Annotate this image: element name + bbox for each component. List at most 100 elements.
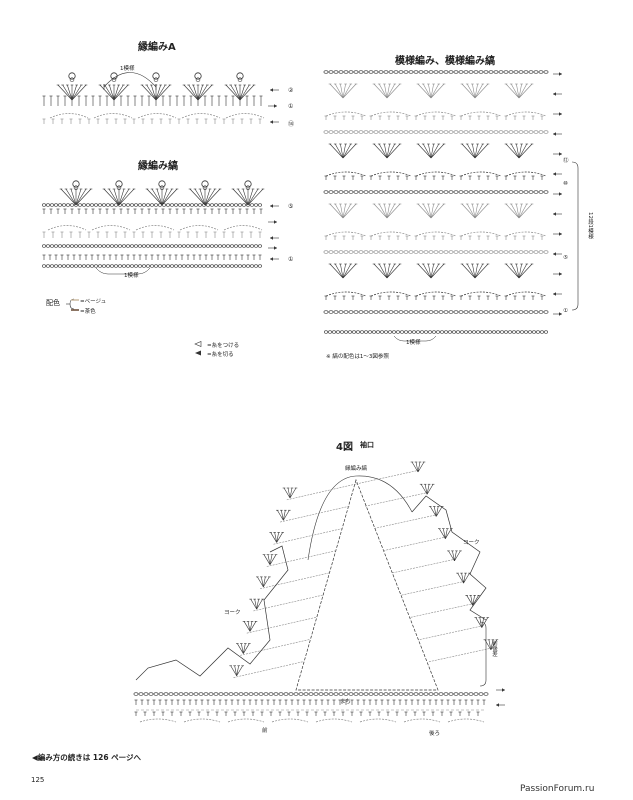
- fan-stitch: [384, 203, 388, 219]
- chain-stitch: [433, 250, 439, 254]
- chain-stitch: [433, 190, 439, 194]
- fan-stitch: [235, 84, 241, 101]
- fan-stitch: [161, 188, 178, 206]
- chain-stitch: [142, 203, 146, 207]
- chain-arch: [225, 113, 265, 119]
- gusset-chain: [463, 692, 469, 696]
- chain-stitch: [368, 130, 374, 134]
- gusset-chain: [143, 692, 149, 696]
- chain-stitch: [538, 130, 544, 134]
- chain-stitch: [358, 130, 364, 134]
- chain-stitch: [90, 203, 94, 207]
- row-arrow: [553, 212, 556, 216]
- fan-stitch: [386, 263, 390, 279]
- chain-stitch: [468, 70, 474, 74]
- fan-stitch: [430, 203, 434, 219]
- chain-stitch: [388, 70, 394, 74]
- fan-stitch: [474, 83, 489, 99]
- chain-stitch: [532, 330, 536, 334]
- gusset-chain: [353, 692, 359, 696]
- chain-stitch: [453, 70, 459, 74]
- chain-stitch: [138, 264, 142, 268]
- gusset-chain: [248, 692, 254, 696]
- edge-stripe-title: 縁編み縞: [138, 161, 178, 172]
- chain-stitch: [408, 330, 412, 334]
- fan-stitch: [118, 188, 125, 206]
- fan-stitch: [108, 188, 120, 206]
- fan-stitch: [430, 143, 445, 159]
- row-arrow: [553, 132, 556, 136]
- chain-stitch: [46, 203, 50, 207]
- fig4-back-label: 後ろ: [429, 731, 441, 737]
- picot: [68, 72, 76, 80]
- chain-stitch: [138, 244, 142, 248]
- gusset-chain: [423, 692, 429, 696]
- chain-stitch: [250, 264, 254, 268]
- yoke-right-fan: [472, 595, 475, 606]
- chain-stitch: [398, 310, 404, 314]
- chain-stitch: [388, 190, 394, 194]
- chain-stitch: [488, 250, 494, 254]
- chain-stitch: [513, 310, 519, 314]
- fan-stitch: [461, 263, 476, 279]
- chain-stitch: [46, 264, 50, 268]
- chain-stitch: [218, 203, 222, 207]
- chain-stitch: [408, 130, 414, 134]
- chain-stitch: [323, 190, 329, 194]
- chain-stitch: [338, 250, 344, 254]
- chain-stitch: [62, 203, 66, 207]
- fan-stitch: [422, 263, 432, 279]
- chain-stitch: [393, 310, 399, 314]
- chain-stitch: [493, 310, 499, 314]
- fan-stitch: [103, 188, 120, 206]
- fan-stitch: [65, 188, 77, 206]
- fan-stitch: [518, 143, 522, 159]
- chain-stitch: [518, 70, 524, 74]
- chain-stitch: [443, 250, 449, 254]
- fan-stitch: [378, 263, 388, 279]
- row-arrow: [270, 257, 273, 261]
- chain-stitch: [246, 244, 250, 248]
- gusset-chain: [393, 692, 399, 696]
- gusset-chain: [428, 692, 434, 696]
- chain-stitch: [86, 203, 90, 207]
- fan-stitch: [518, 203, 533, 219]
- fan-stitch: [518, 263, 533, 279]
- fan-stitch: [386, 83, 401, 99]
- chain-stitch: [513, 70, 519, 74]
- chain-stitch: [543, 130, 549, 134]
- fig4-side-label: 前後差: [491, 640, 497, 657]
- gusset-chain: [153, 692, 159, 696]
- gusset-chain: [333, 692, 339, 696]
- chain-stitch: [533, 190, 539, 194]
- chain-stitch: [82, 244, 86, 248]
- yoke-right-fan: [463, 572, 470, 584]
- chain-stitch: [42, 203, 46, 207]
- fan-stitch: [239, 84, 250, 101]
- fan-stitch: [386, 143, 401, 159]
- chain-stitch: [438, 130, 444, 134]
- fan-stitch: [334, 263, 344, 279]
- chain-arch: [370, 291, 412, 297]
- chain-stitch: [363, 310, 369, 314]
- chain-stitch: [226, 264, 230, 268]
- chain-stitch: [428, 330, 432, 334]
- fan-stitch: [199, 188, 206, 206]
- chain-stitch: [186, 203, 190, 207]
- chain-stitch: [388, 310, 394, 314]
- picot: [236, 72, 244, 80]
- chain-stitch: [162, 264, 166, 268]
- gusset-chain: [293, 692, 299, 696]
- chain-stitch: [333, 250, 339, 254]
- row-arrow: [559, 152, 562, 156]
- chain-stitch: [154, 203, 158, 207]
- chain-stitch: [170, 244, 174, 248]
- edge-stripe-row-label-5: ⑤: [288, 203, 294, 210]
- yoke-left-stitches: [252, 594, 323, 612]
- chain-stitch: [106, 264, 110, 268]
- yoke-left-fan: [267, 554, 271, 565]
- yoke-right-stitches: [383, 536, 448, 551]
- chain-stitch: [86, 244, 90, 248]
- fan-stitch: [329, 203, 344, 219]
- chain-stitch: [206, 264, 210, 268]
